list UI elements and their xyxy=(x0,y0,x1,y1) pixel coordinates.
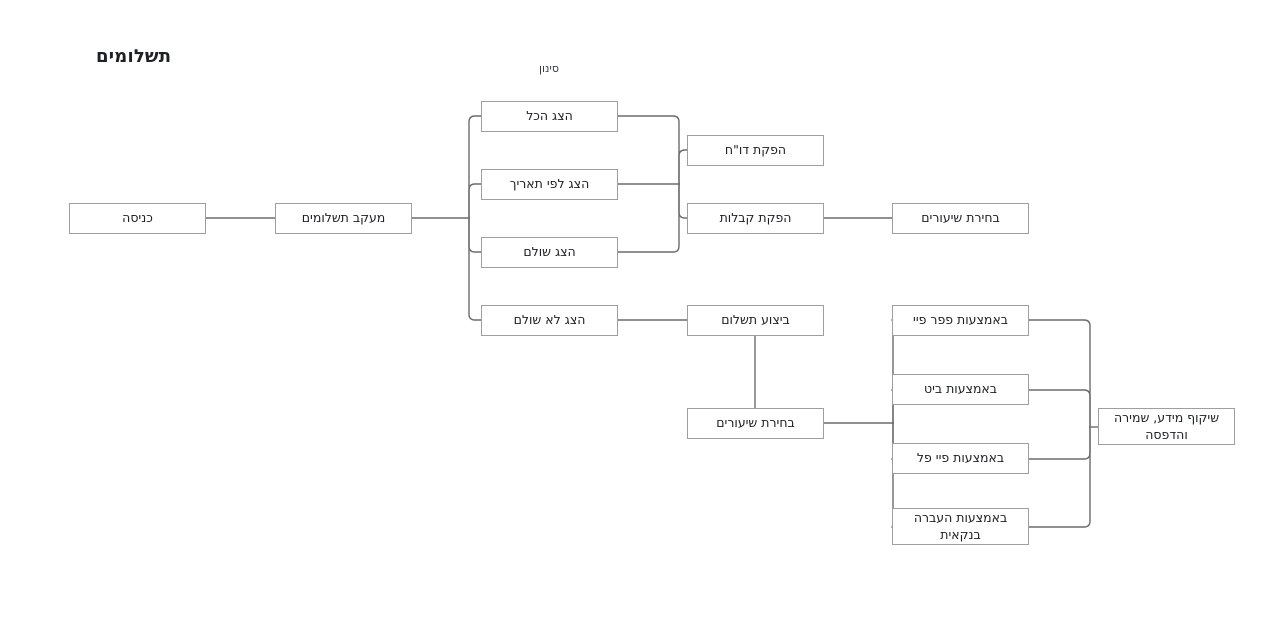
edge-merge-bus-to-issue-report xyxy=(678,149,688,185)
edge-merge-bus-to-issue-receipts xyxy=(678,183,688,219)
edge-show-all-to-merge-bus xyxy=(617,115,680,185)
node-via-bit-label: באמצעות ביט xyxy=(923,381,998,397)
node-select-lessons-payment-label: בחירת שיעורים xyxy=(716,415,795,431)
node-via-paypal[interactable]: באמצעות פיי פל xyxy=(892,443,1029,474)
node-issue-receipts-label: הפקת קבלות xyxy=(719,210,792,226)
node-show-paid-label: הצג שולם xyxy=(523,244,576,260)
node-show-all-label: הצג הכל xyxy=(526,108,573,124)
node-info-save-print-label: שיקוף מידע, שמירה והדפסה xyxy=(1113,409,1220,442)
node-via-pepper-pay-label: באמצעות פפר פיי xyxy=(913,312,1008,328)
page-title: תשלומים xyxy=(96,46,172,67)
node-payment-tracking[interactable]: מעקב תשלומים xyxy=(275,203,412,234)
node-show-by-date[interactable]: הצג לפי תאריך xyxy=(481,169,618,200)
node-select-lessons-receipts[interactable]: בחירת שיעורים xyxy=(892,203,1029,234)
edge-filter-bus-to-show-unpaid xyxy=(468,217,482,321)
node-select-lessons-receipts-label: בחירת שיעורים xyxy=(921,210,1000,226)
node-make-payment-label: ביצוע תשלום xyxy=(721,312,790,328)
node-via-paypal-label: באמצעות פיי פל xyxy=(916,450,1005,466)
node-make-payment[interactable]: ביצוע תשלום xyxy=(687,305,824,336)
node-via-bank-transfer[interactable]: באמצעות העברה בנקאית xyxy=(892,508,1029,545)
edge-bank-transfer-to-output-bus xyxy=(1028,426,1091,528)
edge-pepper-pay-to-output-bus xyxy=(1028,319,1091,428)
edge-filter-bus-to-show-all xyxy=(468,115,482,219)
node-via-pepper-pay[interactable]: באמצעות פפר פיי xyxy=(892,305,1029,336)
node-issue-report[interactable]: הפקת דו"ח xyxy=(687,135,824,166)
filter-group-label: סינון xyxy=(539,62,559,75)
node-show-all[interactable]: הצג הכל xyxy=(481,101,618,132)
edge-filter-bus-to-show-by-date xyxy=(468,183,482,219)
node-via-bank-transfer-label: באמצעות העברה בנקאית xyxy=(913,509,1008,542)
node-entry-label: כניסה xyxy=(122,210,153,226)
node-show-unpaid-label: הצג לא שולם xyxy=(513,312,586,328)
node-show-paid[interactable]: הצג שולם xyxy=(481,237,618,268)
edge-filter-bus-to-show-paid xyxy=(468,217,482,253)
edge-bit-to-output-bus xyxy=(1028,389,1091,428)
node-info-save-print[interactable]: שיקוף מידע, שמירה והדפסה xyxy=(1098,408,1235,445)
edge-show-paid-to-merge-bus xyxy=(617,183,680,253)
node-show-unpaid[interactable]: הצג לא שולם xyxy=(481,305,618,336)
node-payment-tracking-label: מעקב תשלומים xyxy=(301,210,386,226)
node-via-bit[interactable]: באמצעות ביט xyxy=(892,374,1029,405)
node-issue-receipts[interactable]: הפקת קבלות xyxy=(687,203,824,234)
node-show-by-date-label: הצג לפי תאריך xyxy=(509,176,590,192)
node-entry[interactable]: כניסה xyxy=(69,203,206,234)
node-select-lessons-payment[interactable]: בחירת שיעורים xyxy=(687,408,824,439)
edge-paypal-to-output-bus xyxy=(1028,426,1091,460)
node-issue-report-label: הפקת דו"ח xyxy=(724,142,787,158)
